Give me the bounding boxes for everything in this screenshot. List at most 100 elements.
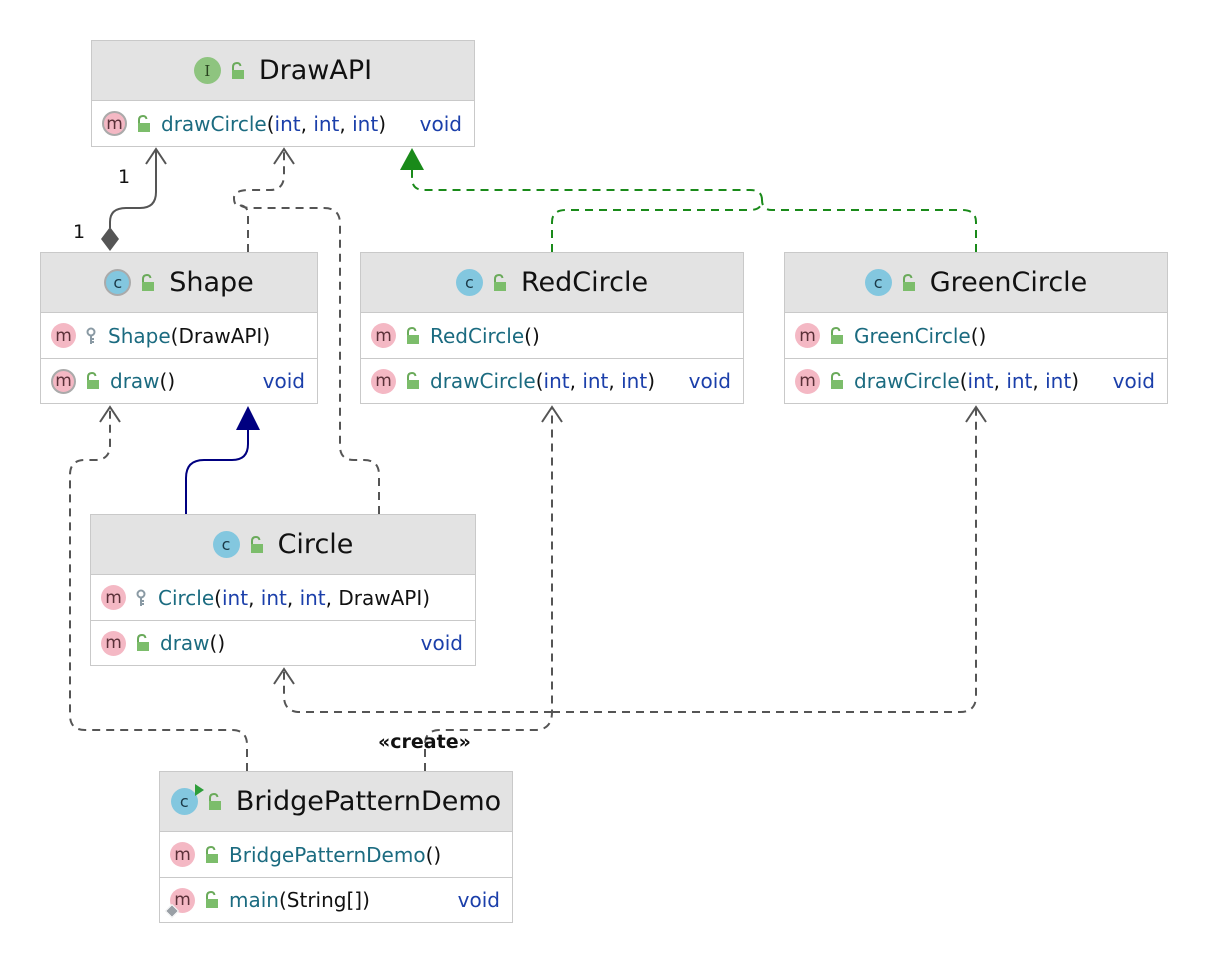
- return-type: void: [457, 888, 500, 912]
- param-separator: ,: [993, 369, 1007, 393]
- paren-close: ): [531, 323, 540, 348]
- method-name: drawCircle: [161, 111, 267, 136]
- method-signature: drawCircle(int, int, int): [854, 369, 1079, 393]
- public-visibility-icon: [902, 273, 915, 291]
- dependency-demo-shape: [69, 408, 248, 771]
- param-type: DrawAPI: [338, 585, 423, 610]
- public-visibility-icon: [831, 372, 843, 389]
- param-type: int: [274, 111, 301, 136]
- param-separator: ,: [300, 111, 314, 136]
- dependency-arrowhead-redcircle: [541, 405, 563, 423]
- class-icon: c: [212, 531, 240, 558]
- public-visibility-icon: [407, 326, 419, 344]
- method-signature: Circle(int, int, int, DrawAPI): [158, 586, 430, 610]
- param-type: int: [1006, 369, 1033, 393]
- public-visibility-icon: [137, 634, 149, 651]
- method-icon: m: [795, 368, 820, 394]
- return-type: void: [1112, 369, 1155, 393]
- paren-close: ): [167, 369, 176, 393]
- paren-open: (: [425, 842, 434, 867]
- dependency-arrowhead-shape: [99, 405, 121, 423]
- method-signature: BridgePatternDemo(): [229, 843, 441, 867]
- param-type: int: [299, 585, 326, 610]
- param-type: DrawAPI: [178, 323, 263, 348]
- paren-close: ): [217, 631, 226, 655]
- param-separator: ,: [339, 111, 353, 136]
- paren-close: ): [433, 842, 442, 867]
- multiplicity-target: 1: [118, 166, 131, 188]
- paren-open: (: [214, 585, 222, 610]
- realization-greencircle-drawapi: [761, 199, 977, 252]
- method-signature: draw(): [110, 369, 175, 393]
- method-icon: m: [164, 887, 195, 918]
- method-row[interactable]: m Circle(int, int, int, DrawAPI): [91, 575, 475, 620]
- method-icon: m: [101, 630, 126, 656]
- dependency-arrowhead-circle: [273, 667, 295, 685]
- paren-open: (: [970, 323, 979, 348]
- paren-close: ): [422, 585, 431, 610]
- param-type: int: [221, 585, 249, 610]
- method-icon: m: [51, 323, 76, 348]
- class-name: RedCircle: [520, 267, 649, 298]
- public-visibility-icon: [231, 61, 244, 79]
- paren-open: (: [278, 888, 287, 912]
- paren-close: ): [362, 888, 370, 912]
- public-visibility-icon: [250, 535, 263, 553]
- package-visibility-icon: [86, 327, 96, 344]
- param-separator: ,: [286, 585, 300, 610]
- method-signature: GreenCircle(): [854, 324, 986, 348]
- public-visibility-icon: [493, 273, 506, 291]
- method-signature: draw(): [160, 631, 225, 655]
- public-visibility-icon: [87, 372, 99, 389]
- paren-open: (: [959, 369, 968, 393]
- paren-open: (: [170, 323, 179, 348]
- paren-open: (: [524, 323, 532, 348]
- param-separator: ,: [1032, 369, 1046, 393]
- public-visibility-icon: [407, 372, 419, 389]
- dependency-demo-create: [424, 408, 553, 771]
- public-visibility-icon: [138, 114, 150, 132]
- param-type: int: [621, 369, 648, 393]
- method-row[interactable]: m draw() void: [41, 358, 317, 403]
- abstract-method-icon: m: [51, 368, 76, 394]
- method-icon: m: [101, 585, 126, 610]
- runnable-class-icon: c: [170, 784, 204, 815]
- method-name: Circle: [158, 585, 215, 610]
- method-name: draw: [160, 631, 210, 655]
- static-marker-icon: [164, 903, 180, 918]
- class-name: Shape: [169, 267, 254, 298]
- param-separator: ,: [608, 369, 622, 393]
- method-name: BridgePatternDemo: [229, 842, 426, 867]
- param-type: int: [352, 111, 379, 136]
- composition-diamond: [101, 227, 119, 251]
- dependency-circle-drawapi: [237, 199, 380, 514]
- method-name: GreenCircle: [854, 323, 971, 348]
- class-icon: c: [455, 269, 483, 296]
- paren-open: (: [535, 369, 544, 393]
- generalization-arrowhead: [236, 406, 260, 430]
- class-name: GreenCircle: [929, 267, 1088, 298]
- method-name: draw: [110, 369, 160, 393]
- multiplicity-source: 1: [73, 221, 86, 243]
- class-name: BridgePatternDemo: [235, 786, 502, 817]
- paren-close: ): [378, 111, 386, 136]
- return-type: void: [262, 369, 305, 393]
- dependency-demo-circle: [283, 670, 552, 713]
